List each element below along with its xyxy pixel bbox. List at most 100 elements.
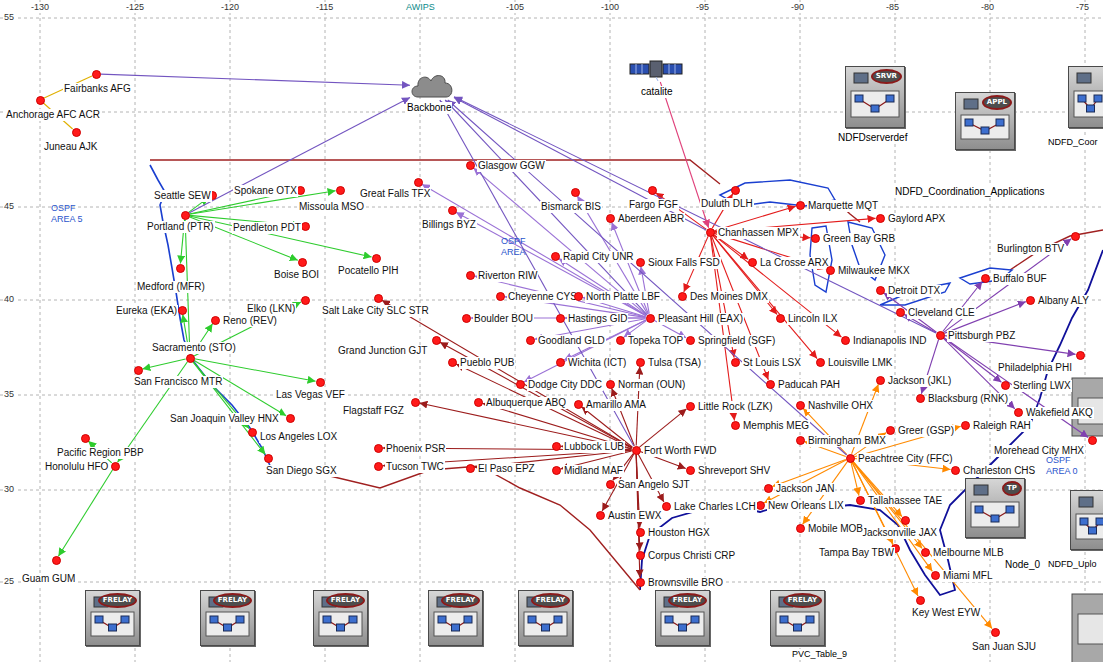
site-label: Houston HGX [647, 527, 711, 539]
site-label: Peachtree City (FFC) [857, 453, 953, 465]
connectors [43, 74, 1088, 628]
area-label: OSPF AREA 5 [50, 203, 92, 225]
axis-label: -120 [220, 2, 240, 13]
site-dot: Topeka TOP [616, 336, 625, 345]
site-dot: Morehead City MHX [1088, 436, 1097, 445]
axis-label: -105 [505, 2, 525, 13]
icon-glyph [991, 515, 999, 522]
site-label: Tucson TWC [385, 461, 445, 473]
site-dot: Grand Junction GJT [432, 336, 441, 345]
site-dot: Tucson TWC [374, 462, 383, 471]
site-label: Seattle SEW [153, 190, 212, 202]
icon-badge: FRELAY [783, 593, 822, 608]
site-label: Duluth DLH [700, 198, 754, 210]
site-label: Mobile MOB [807, 523, 864, 535]
solar-panel [663, 64, 682, 74]
site-dot: Portland (PTR) [181, 211, 190, 220]
icon-glyph [981, 127, 989, 134]
link-arrow [194, 360, 286, 415]
config-icon: NDFD_Coor [1068, 66, 1103, 128]
site-dot: Lubbock LUB [552, 442, 561, 451]
site-dot: Des Moines DMX [678, 292, 687, 301]
site-label: Cheyenne CYS [507, 291, 578, 303]
icon-monitor [974, 485, 988, 495]
site-dot: Billings BYZ [448, 206, 457, 215]
site-dot: Midland MAF [552, 466, 561, 475]
site-dot: Seattle SEW [208, 191, 217, 200]
site-label: Milwaukee MKX [837, 265, 911, 277]
site-dot: Missoula MSO [336, 186, 345, 195]
satellite-node: catalite [628, 56, 684, 82]
site-label: Fort Worth FWD [643, 445, 718, 457]
site-label: Goodland GLD [537, 335, 606, 347]
satellite-body [650, 61, 662, 77]
axis-label: -100 [600, 2, 620, 13]
site-dot: San Francisco MTR [134, 366, 143, 375]
site-label: Charleston CHS [962, 465, 1036, 477]
great-lakes [720, 180, 1012, 305]
site-dot: Key West EYW [916, 596, 925, 605]
icon-glyph [323, 616, 331, 623]
site-dot: Phoenix PSR [374, 444, 383, 453]
site-dot: Duluth DLH [731, 186, 740, 195]
site-label: San Juan SJU [971, 641, 1037, 653]
icon-badge: SRVR [871, 69, 902, 84]
site-label: Burlington BTV [996, 243, 1065, 255]
icon-art [1069, 67, 1103, 129]
link-arrow [638, 454, 664, 502]
site-label: Topeka TOP [627, 335, 684, 347]
site-label: Gaylord APX [887, 213, 946, 225]
icon-glyph [438, 616, 446, 623]
site-dot: Medford (MFR) [176, 264, 185, 273]
icon-badge: APPL [982, 95, 1012, 110]
icon-glyph [210, 616, 218, 623]
icon-glyph [542, 624, 550, 631]
site-label: Albuquerque ABQ [485, 397, 567, 409]
site-dot: Green Bay GRB [811, 234, 820, 243]
site-dot: Glasgow GGW [466, 161, 475, 170]
config-icon: FRELAY [313, 590, 368, 646]
link-arrow [189, 216, 371, 257]
site-label: Bismarck BIS [540, 201, 602, 213]
site-label: Grand Junction GJT [337, 345, 428, 357]
site-dot: Jacksonville JAX [901, 516, 910, 525]
link-arrow [524, 320, 646, 382]
site-dot: Springfield (SGF) [686, 336, 695, 345]
site-dot: Sacramento (STO) [186, 354, 195, 363]
site-label: Brownsville BRO [647, 577, 724, 589]
site-dot: Sterling LWX [1001, 381, 1010, 390]
site-label: Las Vegas VEF [275, 389, 346, 401]
site-label: Indianapolis IND [852, 335, 927, 347]
link-arrow [58, 470, 112, 556]
site-dot: Aberdeen ABR [606, 214, 615, 223]
site-dot: Eureka (EKA) [178, 306, 187, 315]
site-dot: Marquette MQT [796, 201, 805, 210]
site-label: Boulder BOU [473, 313, 534, 325]
icon-glyph [1006, 506, 1014, 513]
site-label: Honolulu HFO [44, 461, 109, 473]
site-dot: Boulder BOU [462, 314, 471, 323]
icon-glyph [337, 624, 345, 631]
site-label: Memphis MEG [742, 420, 810, 432]
icon-glyph [965, 119, 973, 126]
site-dot: Albuquerque ABQ [474, 398, 483, 407]
site-label: New Orleans LIX [767, 500, 845, 512]
site-label: Tampa Bay TBW [818, 547, 895, 559]
site-dot: Shreveport SHV [686, 466, 695, 475]
icon-glyph [1078, 95, 1086, 102]
site-dot: Little Rock (LZK) [686, 402, 695, 411]
site-label: Eureka (EKA) [115, 305, 178, 317]
axis-label: 45 [3, 201, 15, 212]
icon-glyph [109, 624, 117, 631]
icon-glyph [236, 616, 244, 623]
mexico-border [272, 466, 640, 590]
site-dot: Cleveland CLE [896, 308, 905, 317]
icon-glyph [554, 616, 562, 623]
panel-cells [636, 64, 675, 81]
site-label: Lubbock LUB [563, 441, 625, 453]
site-label: Greer (GSP) [897, 425, 955, 437]
site-dot: Juneau AJK [72, 128, 81, 137]
axis-label: -90 [790, 2, 805, 13]
site-label: Albany ALY [1037, 295, 1090, 307]
axis-label: 55 [3, 12, 15, 23]
